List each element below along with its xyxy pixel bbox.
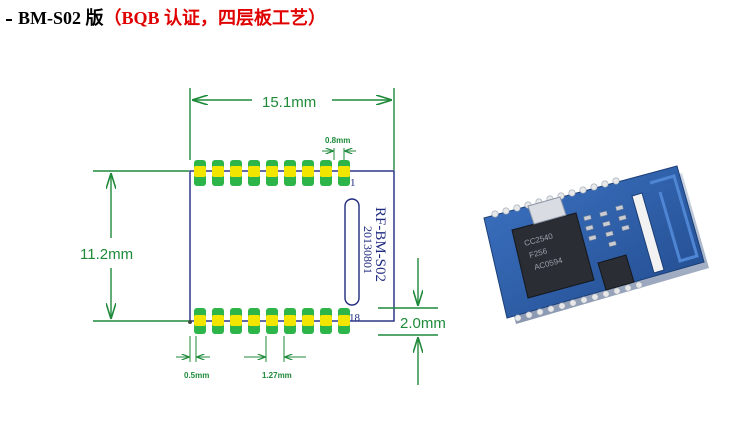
pin-number-last: 18 [349,312,361,324]
width-dimension: 15.1mm [189,88,395,170]
thickness-dimension-label: 2.0mm [400,315,446,332]
heading-model: BM-S02 [18,8,81,28]
width-dimension-label: 15.1mm [262,94,316,111]
module-date-code: 20130801 [361,226,375,274]
edge-offset-dimension: 0.5mm [176,336,210,380]
module-crystal [527,196,567,225]
heading-close-paren: ） [308,8,327,28]
heading-red-text: BQB 认证，四层板工艺 [121,8,309,28]
module-photo: CC2540 F256 AC0594 [483,165,709,324]
edge-offset-label: 0.5mm [184,371,209,380]
pitch-label: 1.27mm [262,371,292,380]
pad-width-label: 0.8mm [325,136,350,145]
module-pads-bottom [514,281,643,322]
module-small-components [583,204,630,248]
pad-width-dimension: 0.8mm [322,136,356,160]
heading-bullet [6,18,12,21]
module-second-chip [597,254,635,291]
bottom-pads [194,308,350,334]
pitch-dimension: 1.27mm [244,336,306,380]
antenna-slot [344,198,360,306]
pin-number-first: 1 [350,177,356,189]
height-dimension: 11.2mm [80,170,189,322]
module-antenna-trace [649,174,699,263]
thickness-dimension: 2.0mm [378,258,446,385]
top-pads [194,160,350,186]
module-label: RF-BM-S02 [372,207,388,282]
module-antenna-slot [631,192,665,274]
technical-drawing: 1 18 RF-BM-S02 20130801 15.1mm 0.8mm [80,88,446,385]
section-heading: BM-S02 版（BQB 认证，四层板工艺） [6,4,326,30]
height-dimension-label: 11.2mm [80,246,133,263]
heading-version: 版 [85,8,104,28]
heading-open-paren: （ [103,8,122,28]
